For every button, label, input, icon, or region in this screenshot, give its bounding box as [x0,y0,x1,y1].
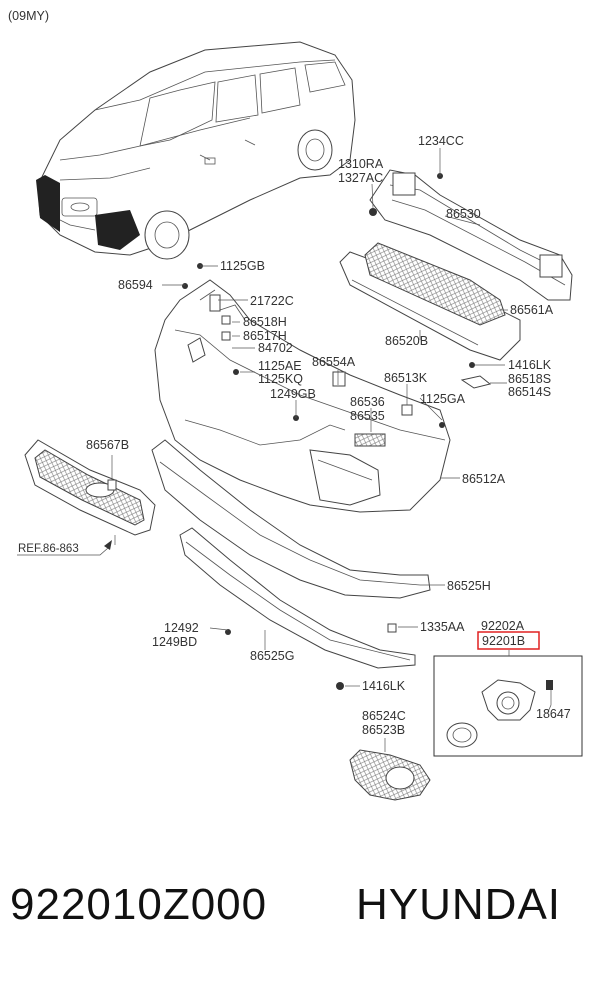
leader-lines [111,148,510,752]
label-84702: 84702 [258,341,293,355]
highlighted-part-label[interactable]: 92201B [482,634,525,648]
ref-underline [17,547,109,556]
label-86525H: 86525H [447,579,491,593]
label-86524C: 86524C [362,709,406,723]
label-86512A: 86512A [462,472,506,486]
ref-arrow-icon [104,540,112,550]
skid-trim-86525G [179,527,416,669]
label-86523B: 86523B [362,723,405,737]
label-86536: 86536 [350,395,385,409]
vehicle-illustration [36,41,356,260]
label-86513K: 86513K [384,371,428,385]
highlight-box[interactable] [477,631,540,650]
label-1125GB: 1125GB [220,259,265,273]
label-86530: 86530 [446,207,481,221]
fog-lamp-assembly [433,655,583,757]
label-1335AA: 1335AA [420,620,465,634]
radiator-grille-86567B [24,439,156,536]
energy-absorber-86520B [339,242,521,361]
label-1234CC: 1234CC [418,134,464,148]
label-1249GB: 1249GB [270,387,316,401]
label-1125GA: 1125GA [420,392,466,406]
label-86535: 86535 [350,409,385,423]
label-86520B: 86520B [385,334,428,348]
fog-lamp-bezel-86523B [349,749,431,801]
ref-label: REF.86-863 [18,543,79,555]
label-1125KQ: 1125KQ [258,372,303,386]
label-1125AE: 1125AE [258,359,302,373]
label-86518S: 86518S [508,372,551,386]
label-86518H: 86518H [243,315,287,329]
lower-spoiler-86525H [151,439,431,599]
label-86567B: 86567B [86,438,129,452]
label-86514S: 86514S [508,385,551,399]
label-21722C: 21722C [250,294,294,308]
label-1327AC: 1327AC [338,171,383,185]
footer-part-number: 922010Z000 [10,880,268,929]
label-86525G: 86525G [250,649,294,663]
label-12492: 12492 [164,621,199,635]
label-86517H: 86517H [243,329,287,343]
bumper-beam-86530 [369,169,573,301]
label-1310RA: 1310RA [338,157,384,171]
model-year-label: (09MY) [8,9,49,23]
footer-brand: HYUNDAI [356,880,562,929]
label-1249BD: 1249BD [152,635,197,649]
label-1416LK-top: 1416LK [508,358,552,372]
label-1416LK-bottom: 1416LK [362,679,406,693]
label-86561A: 86561A [510,303,554,317]
label-18647: 18647 [536,707,571,721]
fasteners [107,263,492,690]
label-92202A: 92202A [481,619,525,633]
label-86594: 86594 [118,278,153,292]
part-labels: 1234CC 1310RA 1327AC 86530 1125GB 86594 … [18,134,571,737]
label-86554A: 86554A [312,355,356,369]
